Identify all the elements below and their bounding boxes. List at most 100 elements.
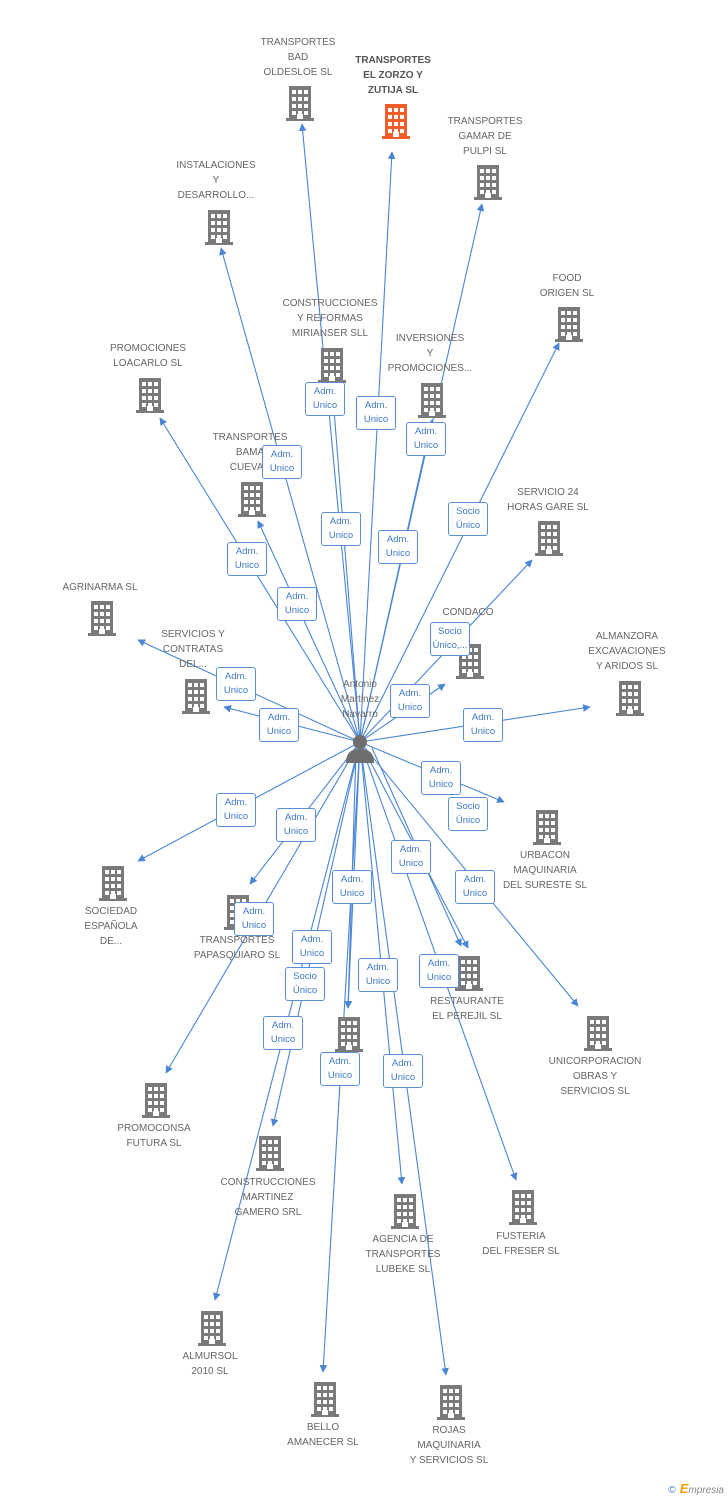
- company-node-el-zorzo[interactable]: TRANSPORTES EL ZORZO Y ZUTIJA SL: [333, 53, 453, 98]
- building-icon[interactable]: [316, 348, 348, 384]
- company-label[interactable]: TRANSPORTES BAD OLDESLOE SL: [260, 37, 336, 78]
- relation-badge[interactable]: Adm. Unico: [263, 1016, 303, 1050]
- relation-badge[interactable]: Adm. Unico: [216, 793, 256, 827]
- company-label[interactable]: SERVICIOS Y CONTRATAS DEL...: [161, 629, 225, 670]
- building-icon[interactable]: [203, 210, 235, 246]
- company-node-loacarlo[interactable]: PROMOCIONES LOACARLO SL: [88, 341, 208, 371]
- building-icon[interactable]: [507, 1190, 539, 1226]
- company-node-bello-amanecer[interactable]: BELLO AMANECER SL: [263, 1420, 383, 1450]
- company-label[interactable]: FOOD ORIGEN SL: [539, 273, 595, 299]
- relation-badge[interactable]: Adm. Unico: [292, 930, 332, 964]
- company-node-sociedad-espanola[interactable]: SOCIEDAD ESPAÑOLA DE...: [51, 904, 171, 949]
- company-label[interactable]: TRANSPORTES GAMAR DE PULPI SL: [447, 116, 523, 157]
- building-icon[interactable]: [453, 956, 485, 992]
- company-node-bama[interactable]: TRANSPORTES BAMA CUEVAS: [190, 430, 310, 475]
- building-icon[interactable]: [284, 86, 316, 122]
- building-icon[interactable]: [533, 521, 565, 557]
- relation-badge[interactable]: Adm. Unico: [320, 1052, 360, 1086]
- building-icon[interactable]: [196, 1311, 228, 1347]
- company-node-bad-oldesloe[interactable]: TRANSPORTES BAD OLDESLOE SL: [238, 35, 358, 80]
- company-label[interactable]: INSTALACIONES Y DESARROLLO...: [176, 160, 256, 201]
- company-node-rojas[interactable]: ROJAS MAQUINARIA Y SERVICIOS SL: [389, 1423, 509, 1468]
- relation-badge[interactable]: Socio Único: [448, 502, 488, 536]
- person-name[interactable]: Antonio Martinez Navarro: [340, 679, 380, 720]
- company-label[interactable]: SERVICIO 24 HORAS GARE SL: [507, 487, 589, 513]
- building-icon[interactable]: [389, 1194, 421, 1230]
- building-icon[interactable]: [309, 1382, 341, 1418]
- company-node-lubeke[interactable]: AGENCIA DE TRANSPORTES LUBEKE SL: [343, 1232, 463, 1277]
- relation-badge[interactable]: Adm. Unico: [421, 761, 461, 795]
- building-icon[interactable]: [435, 1385, 467, 1421]
- company-node-urbacon[interactable]: URBACON MAQUINARIA DEL SURESTE SL: [485, 848, 605, 893]
- company-label[interactable]: CONSTRUCCIONES Y REFORMAS MIRIANSER SLL: [282, 298, 378, 339]
- relation-badge[interactable]: Adm. Unico: [332, 870, 372, 904]
- company-label[interactable]: BELLO AMANECER SL: [287, 1422, 359, 1448]
- company-node-gamar[interactable]: TRANSPORTES GAMAR DE PULPI SL: [425, 114, 545, 159]
- relation-badge[interactable]: Adm. Unico: [262, 445, 302, 479]
- relation-badge[interactable]: Adm. Unico: [305, 382, 345, 416]
- company-node-servicios-contratas[interactable]: SERVICIOS Y CONTRATAS DEL...: [133, 627, 253, 672]
- company-node-condaco[interactable]: CONDACO: [408, 605, 528, 620]
- relation-badge[interactable]: Adm. Unico: [419, 954, 459, 988]
- company-label[interactable]: ALMURSOL 2010 SL: [182, 1351, 238, 1377]
- relation-badge[interactable]: Adm. Unico: [455, 870, 495, 904]
- relation-badge[interactable]: Adm. Unico: [463, 708, 503, 742]
- company-node-promoconsa[interactable]: PROMOCONSA FUTURA SL: [94, 1121, 214, 1151]
- building-icon[interactable]: [236, 482, 268, 518]
- building-icon[interactable]: [531, 810, 563, 846]
- relation-badge[interactable]: Adm. Unico: [259, 708, 299, 742]
- relation-badge[interactable]: Socio Único: [448, 797, 488, 831]
- building-icon[interactable]: [86, 601, 118, 637]
- relation-badge[interactable]: Adm. Unico: [234, 902, 274, 936]
- relation-badge[interactable]: Adm. Unico: [406, 422, 446, 456]
- relation-badge[interactable]: Adm. Unico: [276, 808, 316, 842]
- relation-badge[interactable]: Adm. Unico: [216, 667, 256, 701]
- building-icon[interactable]: [180, 679, 212, 715]
- relation-badge[interactable]: Socio Único: [285, 967, 325, 1001]
- company-node-servicio24[interactable]: SERVICIO 24 HORAS GARE SL: [488, 485, 608, 515]
- company-label[interactable]: CONDACO: [442, 607, 494, 618]
- company-label[interactable]: UNICORPORACION OBRAS Y SERVICIOS SL: [548, 1056, 642, 1097]
- company-node-perejil[interactable]: RESTAURANTE EL PEREJIL SL: [407, 994, 527, 1024]
- company-label[interactable]: URBACON MAQUINARIA DEL SURESTE SL: [502, 850, 588, 891]
- company-node-fusteria[interactable]: FUSTERIA DEL FRESER SL: [461, 1229, 581, 1259]
- relation-badge[interactable]: Adm. Unico: [321, 512, 361, 546]
- building-icon[interactable]: [140, 1083, 172, 1119]
- company-label[interactable]: ROJAS MAQUINARIA Y SERVICIOS SL: [409, 1425, 489, 1466]
- relation-badge[interactable]: Adm. Unico: [358, 958, 398, 992]
- company-label[interactable]: PROMOCONSA FUTURA SL: [117, 1123, 191, 1149]
- company-label[interactable]: AGRINARMA SL: [62, 582, 138, 593]
- building-icon[interactable]: [472, 165, 504, 201]
- relation-badge[interactable]: Adm. Unico: [391, 840, 431, 874]
- company-label[interactable]: TRANSPORTES PAPASQUIARO SL: [193, 935, 281, 961]
- company-label[interactable]: SOCIEDAD ESPAÑOLA DE...: [84, 906, 138, 947]
- building-icon[interactable]: [553, 307, 585, 343]
- company-node-unicorporacion[interactable]: UNICORPORACION OBRAS Y SERVICIOS SL: [535, 1054, 655, 1099]
- relation-badge[interactable]: Adm. Unico: [277, 587, 317, 621]
- relation-badge[interactable]: Adm. Unico: [356, 396, 396, 430]
- building-icon[interactable]: [380, 104, 412, 140]
- company-label[interactable]: PROMOCIONES LOACARLO SL: [109, 343, 187, 369]
- building-icon[interactable]: [582, 1016, 614, 1052]
- company-label[interactable]: TRANSPORTES EL ZORZO Y ZUTIJA SL: [355, 55, 431, 96]
- building-icon[interactable]: [416, 383, 448, 419]
- building-icon[interactable]: [97, 866, 129, 902]
- relation-badge[interactable]: Adm. Unico: [383, 1054, 423, 1088]
- company-node-papasquiaro[interactable]: TRANSPORTES PAPASQUIARO SL: [177, 933, 297, 963]
- company-label[interactable]: FUSTERIA DEL FRESER SL: [482, 1231, 560, 1257]
- relation-badge[interactable]: Adm. Unico: [390, 684, 430, 718]
- company-label[interactable]: INVERSIONES Y PROMOCIONES...: [387, 333, 473, 374]
- building-icon[interactable]: [614, 681, 646, 717]
- company-node-food-origen[interactable]: FOOD ORIGEN SL: [507, 271, 627, 301]
- relation-badge[interactable]: Adm. Unico: [227, 542, 267, 576]
- company-node-construcciones-mirianser[interactable]: CONSTRUCCIONES Y REFORMAS MIRIANSER SLL: [270, 296, 390, 341]
- company-label[interactable]: CONSTRUCCIONES MARTINEZ GAMERO SRL: [220, 1177, 316, 1218]
- building-icon[interactable]: [134, 378, 166, 414]
- relation-badge[interactable]: Socio Único,...: [430, 622, 470, 656]
- company-node-inversiones[interactable]: INVERSIONES Y PROMOCIONES...: [370, 331, 490, 376]
- company-node-instalaciones[interactable]: INSTALACIONES Y DESARROLLO...: [156, 158, 276, 203]
- company-node-almursol[interactable]: ALMURSOL 2010 SL: [150, 1349, 270, 1379]
- company-label[interactable]: ALMANZORA EXCAVACIONES Y ARIDOS SL: [588, 631, 666, 672]
- building-icon[interactable]: [254, 1136, 286, 1172]
- person-icon[interactable]: [344, 732, 376, 764]
